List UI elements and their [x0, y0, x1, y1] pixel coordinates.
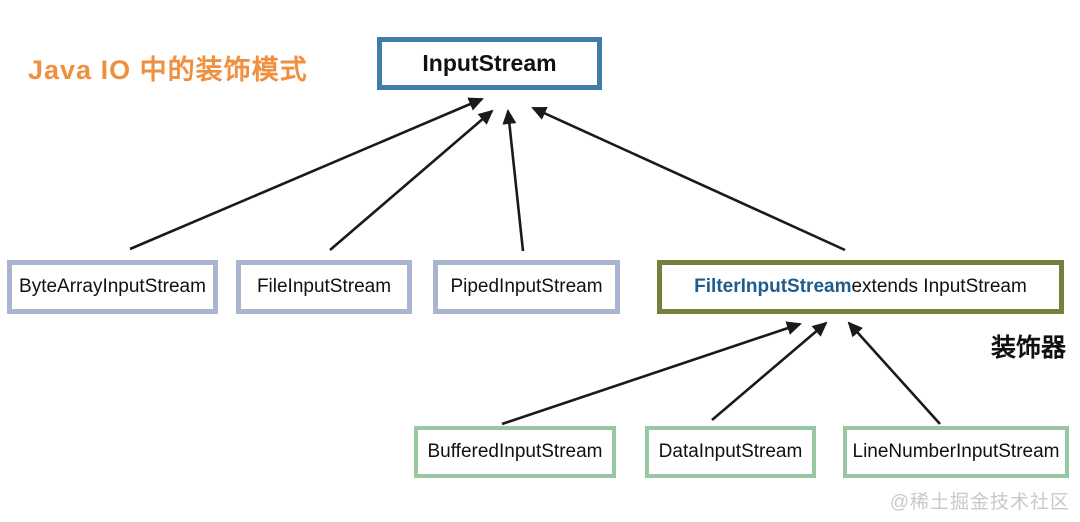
- class-box-bufferedinputstream: BufferedInputStream: [414, 426, 616, 478]
- arrow-file-to-inputstream: [329, 109, 494, 251]
- class-label-filterinputstream: FilterInputStream: [694, 276, 852, 297]
- arrow-bytearray-to-inputstream: [129, 97, 484, 251]
- class-box-filterinputstream: FilterInputStream extends InputStream: [657, 260, 1064, 314]
- class-label-inputstream: InputStream: [422, 50, 557, 76]
- class-box-inputstream: InputStream: [377, 37, 602, 90]
- arrow-filter-to-inputstream: [531, 106, 846, 252]
- class-label-datainputstream: DataInputStream: [658, 441, 803, 462]
- watermark: @稀土掘金技术社区: [889, 492, 1070, 513]
- arrow-data-to-filter: [711, 321, 828, 421]
- arrow-linenumber-to-filter: [847, 321, 941, 425]
- class-box-bytearrayinputstream: ByteArrayInputStream: [7, 260, 218, 314]
- class-label-linenumberinputstream: LineNumberInputStream: [852, 441, 1060, 462]
- arrow-piped-to-inputstream: [502, 109, 525, 252]
- class-label-fileinputstream: FileInputStream: [256, 276, 392, 297]
- arrow-buffered-to-filter: [501, 321, 802, 426]
- class-label-bytearrayinputstream: ByteArrayInputStream: [19, 276, 206, 297]
- diagram-title: Java IO 中的装饰模式: [28, 55, 308, 85]
- class-label-pipedinputstream: PipedInputStream: [450, 276, 603, 297]
- class-label-bufferedinputstream: BufferedInputStream: [427, 441, 603, 462]
- class-box-datainputstream: DataInputStream: [645, 426, 816, 478]
- class-box-fileinputstream: FileInputStream: [236, 260, 412, 314]
- decorator-annotation: 装饰器: [990, 334, 1066, 362]
- class-label-filter-extends: extends InputStream: [851, 276, 1027, 297]
- class-box-linenumberinputstream: LineNumberInputStream: [843, 426, 1069, 478]
- class-box-pipedinputstream: PipedInputStream: [433, 260, 620, 314]
